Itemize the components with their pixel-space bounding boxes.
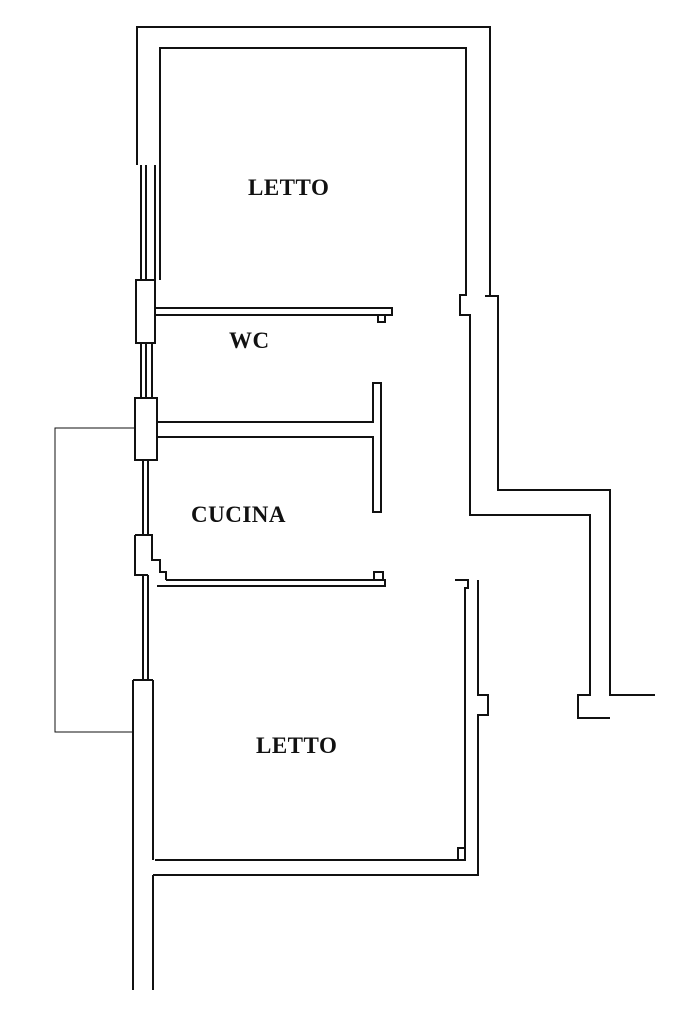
room-label-cucina: CUCINA [191,502,286,527]
room-label-letto-bottom: LETTO [256,733,338,758]
outer-walls [136,26,655,719]
left-wall-windows [132,165,167,990]
balcony-outline [54,427,135,733]
interior-partitions [155,307,393,587]
bottom-room-walls [153,579,489,876]
room-label-letto-top: LETTO [248,175,330,200]
room-label-wc: WC [229,328,270,353]
